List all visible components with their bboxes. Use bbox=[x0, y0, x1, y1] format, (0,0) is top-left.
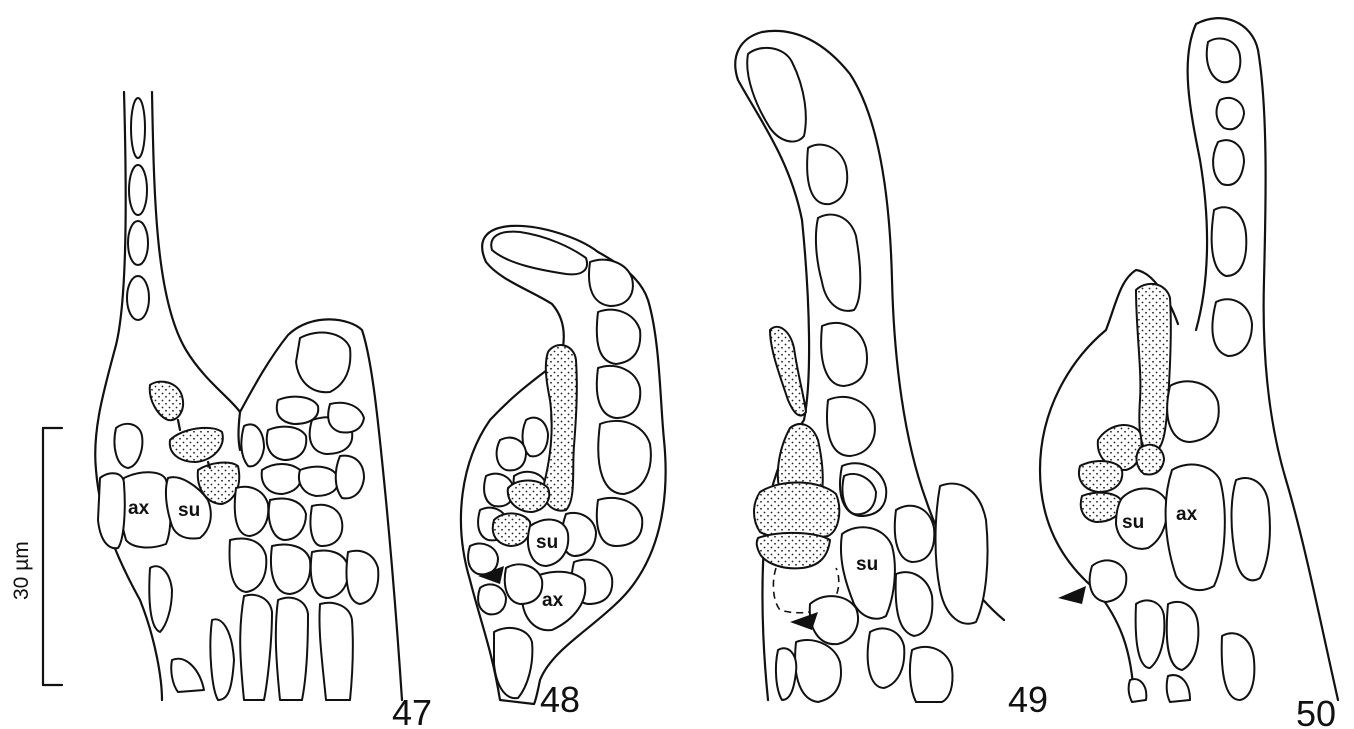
figure-50: su ax 50 bbox=[1040, 18, 1338, 729]
fig50-axial-cell bbox=[1166, 465, 1225, 591]
figure-49: su 49 bbox=[735, 31, 1048, 720]
figure-47: ax su 47 bbox=[95, 92, 432, 729]
fig50-label-su: su bbox=[1122, 512, 1144, 533]
fig50-thallus-outline bbox=[1040, 18, 1338, 700]
fig49-label-su: su bbox=[856, 554, 878, 575]
fig50-arrowhead bbox=[1058, 586, 1086, 604]
scale-bar-label: 30 µm bbox=[10, 541, 33, 600]
fig48-label-su: su bbox=[536, 532, 558, 553]
figure-number-47: 47 bbox=[392, 692, 432, 729]
figure-48: su ax 48 bbox=[461, 226, 666, 720]
fig47-label-ax: ax bbox=[128, 498, 150, 519]
fig48-label-ax: ax bbox=[542, 590, 564, 611]
figure-number-50: 50 bbox=[1296, 693, 1336, 729]
fig47-label-su: su bbox=[178, 500, 200, 521]
fig50-label-ax: ax bbox=[1176, 504, 1198, 525]
figure-number-48: 48 bbox=[540, 679, 580, 720]
figure-number-49: 49 bbox=[1008, 679, 1048, 720]
scale-bar: 30 µm bbox=[10, 428, 62, 685]
